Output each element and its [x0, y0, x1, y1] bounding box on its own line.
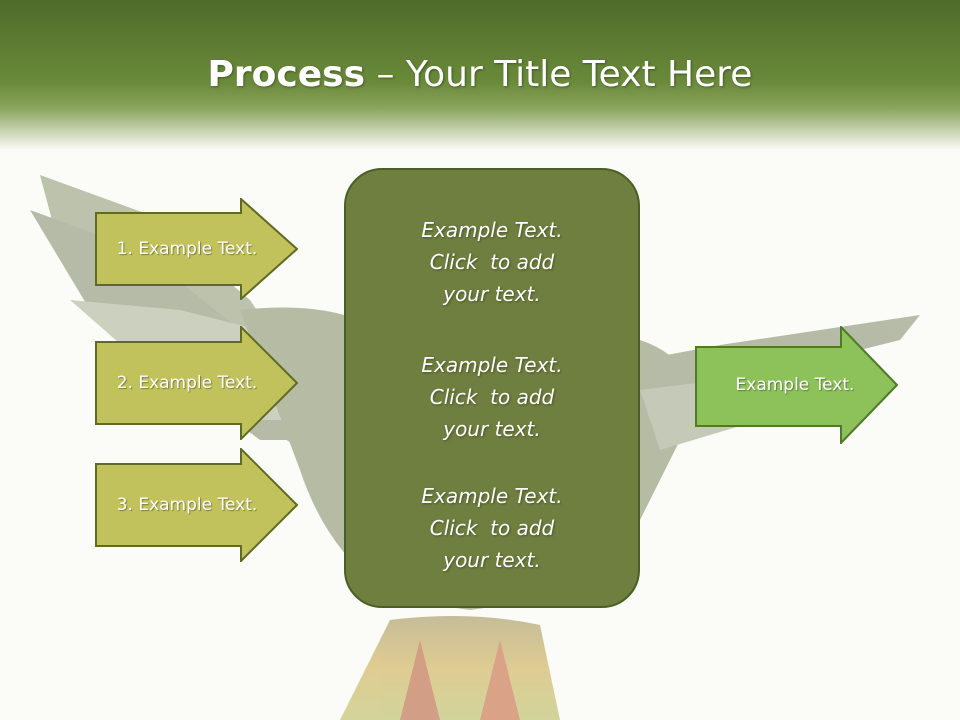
- slide-title: Process – Your Title Text Here: [0, 52, 960, 98]
- step-arrow-2-label: 2. Example Text.: [116, 373, 258, 393]
- step-arrow-3-label: 3. Example Text.: [116, 495, 258, 515]
- title-banner: [0, 0, 960, 150]
- center-text-line: your text.: [443, 417, 541, 441]
- title-rest-part: – Your Title Text Here: [365, 54, 753, 95]
- arrow-shape: [695, 326, 899, 444]
- output-arrow-label: Example Text.: [735, 375, 855, 395]
- center-process-box[interactable]: Example Text. Click to add your text. Ex…: [344, 168, 640, 608]
- step-arrow-1[interactable]: 1. Example Text.: [95, 198, 299, 300]
- center-text-block-3: Example Text. Click to add your text.: [346, 480, 638, 576]
- arrow-shape: [95, 198, 299, 300]
- center-text-line: your text.: [443, 282, 541, 306]
- arrow-shape: [95, 326, 299, 440]
- center-text-line: Example Text.: [421, 484, 563, 508]
- center-text-block-2: Example Text. Click to add your text.: [346, 349, 638, 445]
- center-text-line: Example Text.: [421, 218, 563, 242]
- center-text-line: your text.: [443, 548, 541, 572]
- step-arrow-2[interactable]: 2. Example Text.: [95, 326, 299, 440]
- center-text-line: Click to add: [429, 516, 555, 540]
- center-text-block-1: Example Text. Click to add your text.: [346, 214, 638, 310]
- step-arrow-3[interactable]: 3. Example Text.: [95, 448, 299, 562]
- step-arrow-1-label: 1. Example Text.: [116, 239, 258, 259]
- title-bold-part: Process: [207, 54, 366, 95]
- center-text-line: Click to add: [429, 250, 555, 274]
- arrow-shape: [95, 448, 299, 562]
- center-text-line: Example Text.: [421, 353, 563, 377]
- center-text-line: Click to add: [429, 385, 555, 409]
- output-arrow[interactable]: Example Text.: [695, 326, 899, 444]
